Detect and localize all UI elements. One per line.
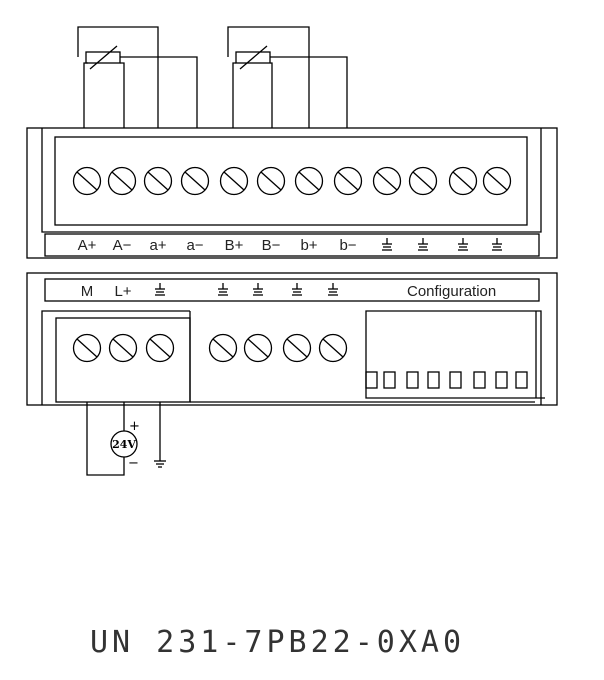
ground-icon: [418, 238, 428, 251]
terminal-screw: [219, 166, 249, 196]
ground-icon: [382, 238, 392, 251]
terminal-screw: [208, 333, 238, 363]
ground-icon: [155, 283, 165, 296]
module-title: UN 231-7PB22-0XA0: [90, 625, 465, 660]
rtd-sensor-b: [227, 26, 348, 128]
terminal-label: b+: [300, 237, 317, 254]
ground-icon: [154, 460, 166, 468]
dip-switch[interactable]: [406, 371, 419, 389]
configuration-label: Configuration: [407, 283, 496, 300]
dip-switch[interactable]: [515, 371, 528, 389]
ground-icon: [328, 283, 338, 296]
ground-icon: [292, 283, 302, 296]
terminal-screw: [72, 166, 102, 196]
terminal-screw: [408, 166, 438, 196]
dip-switch[interactable]: [495, 371, 508, 389]
dip-switch[interactable]: [383, 371, 396, 389]
plus-sign: +: [129, 419, 140, 434]
power-supply-label: 24V: [112, 438, 136, 451]
terminal-screw: [108, 333, 138, 363]
terminal-screw: [256, 166, 286, 196]
ground-icon: [492, 238, 502, 251]
terminal-label: A−: [113, 237, 132, 254]
rtd-sensor-a: [77, 26, 198, 128]
terminal-screw: [294, 166, 324, 196]
terminal-label: L+: [114, 283, 131, 300]
top-terminal-block: A+A−a+a−B+B−b+b−⏚⏚⏚⏚: [26, 127, 558, 259]
terminal-label: a−: [186, 237, 203, 254]
terminal-screw: [180, 166, 210, 196]
terminal-label: A+: [78, 237, 97, 254]
terminal-label: B−: [262, 237, 281, 254]
terminal-screw: [333, 166, 363, 196]
power-supply-icon: [110, 430, 138, 458]
ground-icon: [253, 283, 263, 296]
dip-switch[interactable]: [449, 371, 462, 389]
dip-switch[interactable]: [473, 371, 486, 389]
terminal-screw: [282, 333, 312, 363]
dip-switch[interactable]: [427, 371, 440, 389]
ground-icon: [458, 238, 468, 251]
terminal-screw: [107, 166, 137, 196]
terminal-label: B+: [225, 237, 244, 254]
terminal-label: M: [81, 283, 94, 300]
terminal-label: a+: [149, 237, 166, 254]
minus-sign: −: [128, 456, 139, 471]
terminal-screw: [143, 166, 173, 196]
terminal-label: b−: [339, 237, 356, 254]
terminal-screw: [72, 333, 102, 363]
terminal-screw: [145, 333, 175, 363]
terminal-screw: [372, 166, 402, 196]
dip-switch[interactable]: [365, 371, 378, 389]
terminal-screw: [318, 333, 348, 363]
terminal-screw: [448, 166, 478, 196]
configuration-dip-switches: [365, 371, 528, 389]
power-supply-wiring: 24V + −: [86, 402, 166, 476]
ground-icon: [218, 283, 228, 296]
terminal-screw: [243, 333, 273, 363]
terminal-screw: [482, 166, 512, 196]
